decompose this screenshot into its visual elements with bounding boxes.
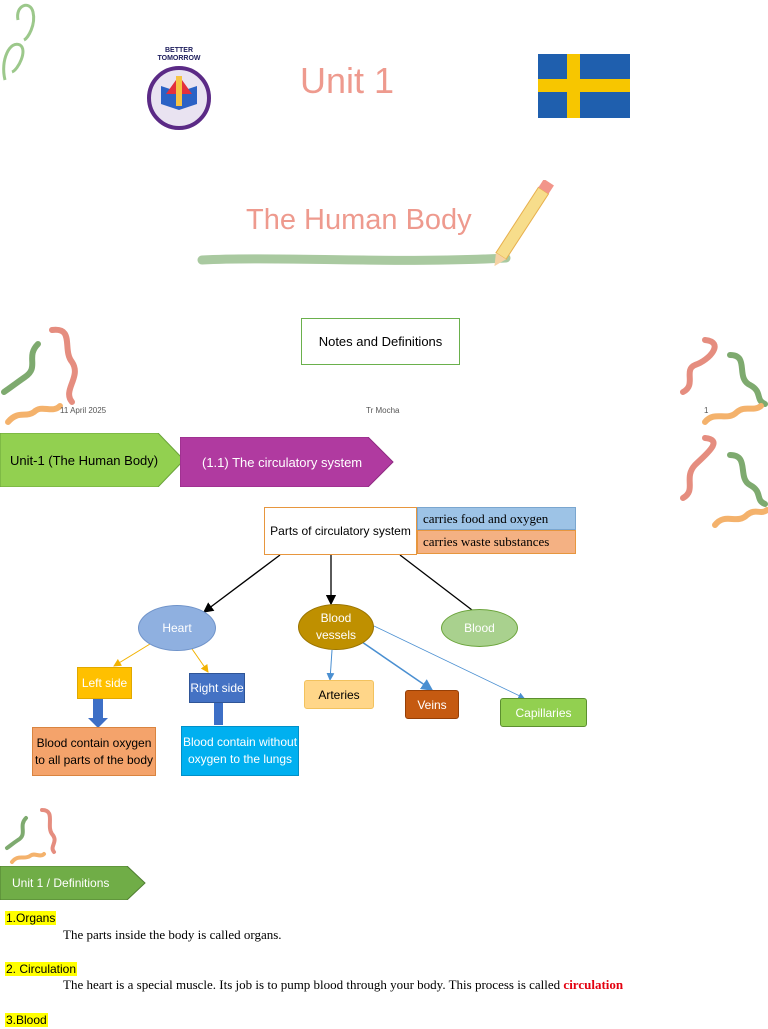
node-left-side: Left side xyxy=(77,667,132,699)
slide-page-number: 1 xyxy=(704,406,709,415)
notes-definitions-box: Notes and Definitions xyxy=(301,318,460,365)
sweden-flag-icon xyxy=(538,54,630,118)
definitions-banner: Unit 1 / Definitions xyxy=(12,876,110,890)
node-left-description: Blood contain oxygen to all parts of the… xyxy=(32,727,156,776)
school-logo-icon xyxy=(147,66,211,130)
pencil-icon xyxy=(197,180,554,267)
unit-banner: Unit-1 (The Human Body) xyxy=(10,452,159,468)
root-note-food: carries food and oxygen xyxy=(417,507,576,530)
definition-term-blood: 3.Blood xyxy=(5,1013,48,1027)
section-banner: (1.1) The circulatory system xyxy=(202,454,363,470)
paperclip-decoration-icon xyxy=(2,3,36,81)
unit-banner-shape xyxy=(0,433,185,487)
node-veins: Veins xyxy=(405,690,459,719)
node-blood-vessels: Blood vessels xyxy=(298,604,374,650)
school-logo-text: BETTER TOMORROW xyxy=(157,47,201,62)
root-note-waste: carries waste substances xyxy=(417,530,576,554)
node-right-description: Blood contain without oxygen to the lung… xyxy=(181,726,299,776)
node-heart: Heart xyxy=(138,605,216,651)
section-banner-shape xyxy=(180,437,394,487)
squiggle-decoration-icon xyxy=(1,326,78,425)
definition-term-circulation: 2. Circulation xyxy=(5,962,78,976)
node-blood: Blood xyxy=(441,609,518,647)
unit-title: Unit 1 xyxy=(300,60,395,101)
slide-author: Tr Mocha xyxy=(366,406,400,415)
node-capillaries: Capillaries xyxy=(500,698,587,727)
definitions-banner-shape xyxy=(0,866,146,900)
root-node-parts: Parts of circulatory system xyxy=(264,507,417,555)
node-right-side: Right side xyxy=(189,673,245,703)
squiggle-decoration-small-icon xyxy=(5,808,57,864)
slide-date: 11 April 2025 xyxy=(60,406,107,415)
definition-term-organs: 1.Organs xyxy=(5,911,57,925)
circulation-highlight: circulation xyxy=(563,977,624,992)
squiggle-decoration-right-icon xyxy=(680,337,768,528)
definition-text-circulation: The heart is a special muscle. Its job i… xyxy=(63,977,624,992)
main-title: The Human Body xyxy=(246,204,472,236)
node-arteries: Arteries xyxy=(304,680,374,709)
definition-text-organs: The parts inside the body is called orga… xyxy=(63,927,282,942)
